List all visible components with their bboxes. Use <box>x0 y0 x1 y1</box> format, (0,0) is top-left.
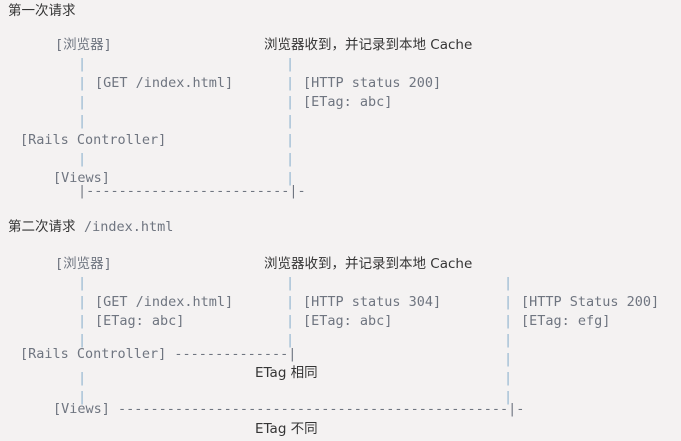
section-2-request-line-2: [ETag: abc] <box>95 313 185 329</box>
section-1-client-pipe-4: | <box>78 113 87 129</box>
section-2-server-pipe-2: | <box>286 294 295 310</box>
section-2-etag-same-label: ETag 相同 <box>255 365 318 381</box>
section-2-heading-path: /index.html <box>84 219 174 235</box>
section-2-request-line-1: [GET /index.html] <box>95 294 234 310</box>
section-2-origin-pipe-6: | <box>504 370 513 386</box>
section-1-server-pipe-6: | <box>286 151 295 167</box>
section-1-response-line-2: [ETag: abc] <box>303 94 393 110</box>
section-1-server-pipe-3: | <box>286 94 295 110</box>
section-2-client-pipe-2: | <box>78 294 87 310</box>
section-2-browser-node: [浏览器] <box>55 256 112 272</box>
section-2-server-pipe-3: | <box>286 313 295 329</box>
section-2-views-node: [Views] --------------------------------… <box>53 401 525 417</box>
section-2-origin-pipe-4: | <box>504 332 513 348</box>
section-1-server-pipe-1: | <box>286 56 295 72</box>
section-1-controller-node: [Rails Controller] <box>20 132 167 148</box>
section-2-client-pipe-3: | <box>78 313 87 329</box>
section-1-response-line-1: [HTTP status 200] <box>303 75 442 91</box>
section-1-client-pipe-1: | <box>78 56 87 72</box>
section-2-response-line-2: [ETag: abc] <box>303 313 393 329</box>
section-2-origin-pipe-3: | <box>504 313 513 329</box>
section-2-controller-node: [Rails Controller] --------------| <box>20 346 297 362</box>
section-2-server-note: 浏览器收到，并记录到本地 Cache <box>264 256 473 272</box>
section-2-origin-pipe-1: | <box>504 275 513 291</box>
section-1-views-node: [Views] <box>53 170 110 186</box>
section-1-client-pipe-5: | <box>78 151 87 167</box>
section-2-origin-pipe-5: | <box>504 351 513 367</box>
section-2-client-pipe-4: | <box>78 332 87 348</box>
section-1-request-line-1: [GET /index.html] <box>95 75 234 91</box>
section-2-heading: 第二次请求 <box>8 219 76 235</box>
section-1-client-pipe-2: | <box>78 75 87 91</box>
section-2-client-pipe-1: | <box>78 275 87 291</box>
section-1-server-pipe-5: | <box>286 132 295 148</box>
section-1-heading: 第一次请求 <box>8 3 76 19</box>
section-2-etag-diff-label: ETag 不同 <box>255 421 318 437</box>
section-1-bottom-connector: |-------------------------|- <box>78 183 306 199</box>
section-2-origin-pipe-2: | <box>504 294 513 310</box>
section-1-client-pipe-3: | <box>78 94 87 110</box>
section-2-response2-line-1: [HTTP Status 200] <box>521 294 660 310</box>
section-1-server-note: 浏览器收到，并记录到本地 Cache <box>264 37 473 53</box>
section-2-server-pipe-1: | <box>286 275 295 291</box>
section-1-server-pipe-2: | <box>286 75 295 91</box>
section-2-client-pipe-5: | <box>78 370 87 386</box>
section-2-response-line-1: [HTTP status 304] <box>303 294 442 310</box>
section-1-browser-node: [浏览器] <box>55 37 112 53</box>
section-2-origin-pipe-7: | <box>504 389 513 405</box>
section-2-client-pipe-6: | <box>78 389 87 405</box>
section-1-server-pipe-4: | <box>286 113 295 129</box>
section-2-response2-line-2: [ETag: efg] <box>521 313 611 329</box>
section-2-server-pipe-4: | <box>286 332 295 348</box>
section-1-server-pipe-7: | <box>286 170 295 186</box>
